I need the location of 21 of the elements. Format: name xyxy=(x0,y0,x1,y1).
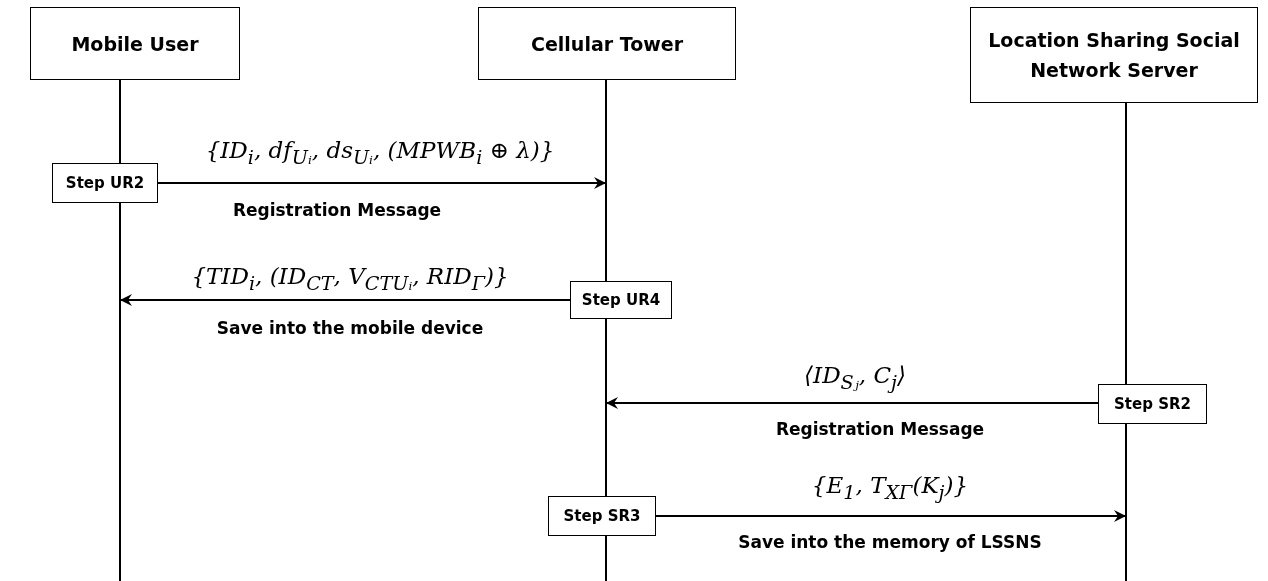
step-box xyxy=(548,496,656,536)
lifeline xyxy=(1125,103,1127,581)
message-arrow xyxy=(120,294,570,306)
message-arrow xyxy=(158,177,606,189)
step-box xyxy=(570,281,672,319)
step-label: Step SR3 xyxy=(563,507,641,525)
step-label: Step UR2 xyxy=(65,174,145,192)
message-arrow xyxy=(656,510,1126,522)
lifeline xyxy=(605,80,607,581)
participant-box xyxy=(478,7,736,80)
lifeline xyxy=(119,80,121,581)
step-box xyxy=(52,163,158,203)
participant-box xyxy=(970,7,1258,103)
step-box xyxy=(1098,384,1207,424)
participant-name: Location Sharing Social Network Server xyxy=(987,28,1241,83)
participant-name: Mobile User xyxy=(71,31,199,57)
participant-box xyxy=(30,7,240,80)
participant-name: Cellular Tower xyxy=(531,31,683,57)
step-label: Step SR2 xyxy=(1114,395,1191,413)
message-arrow xyxy=(606,397,1098,409)
step-label: Step UR4 xyxy=(581,291,661,309)
